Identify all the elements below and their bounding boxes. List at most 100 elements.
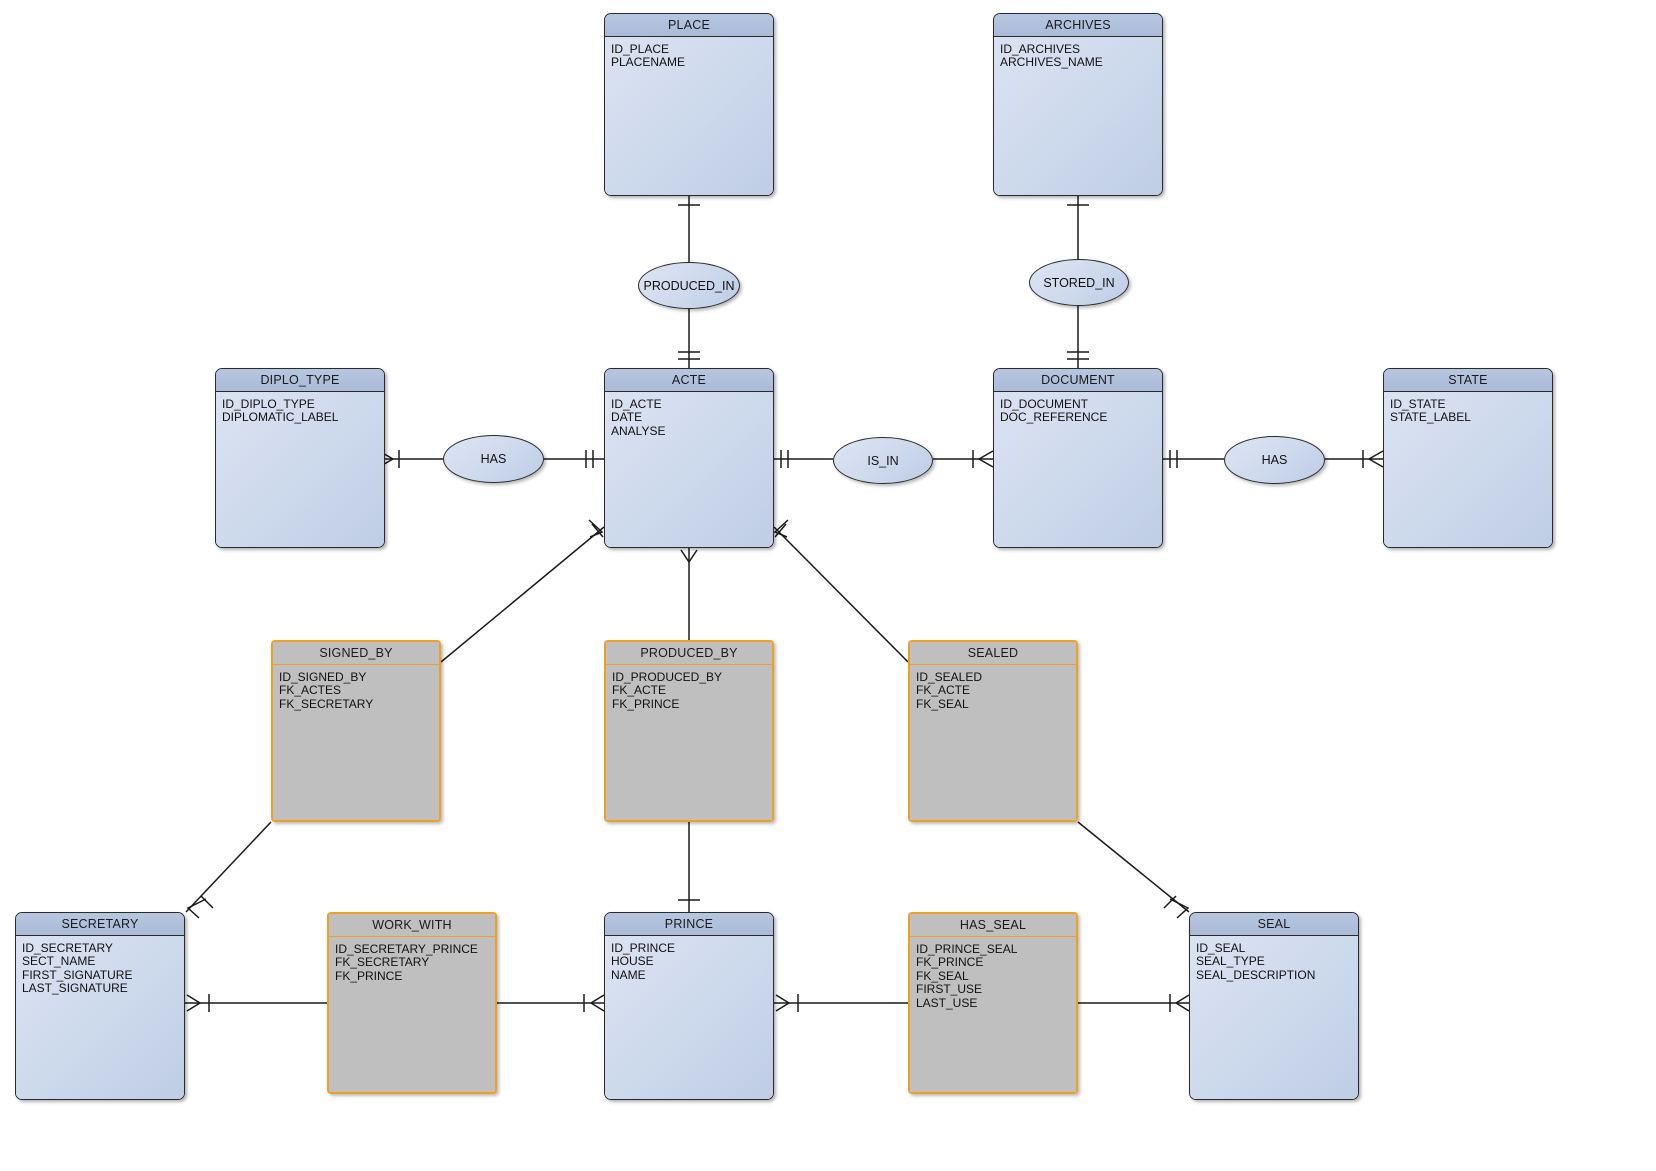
entity-signed-by-attributes: ID_SIGNED_BY FK_ACTES FK_SECRETARY — [273, 665, 439, 820]
entity-signed-by-title: SIGNED_BY — [273, 642, 439, 665]
entity-secretary-attributes: ID_SECRETARY SECT_NAME FIRST_SIGNATURE L… — [16, 936, 184, 1099]
entity-place-title: PLACE — [605, 14, 773, 37]
entity-has-seal-title: HAS_SEAL — [910, 914, 1076, 937]
entity-archives-attributes: ID_ARCHIVES ARCHIVES_NAME — [994, 37, 1162, 195]
attribute: ID_DIPLO_TYPE — [222, 397, 315, 411]
attribute: DIPLOMATIC_LABEL — [222, 410, 339, 425]
attribute: LAST_USE — [916, 995, 978, 1010]
entity-document-attributes: ID_DOCUMENT DOC_REFERENCE — [994, 392, 1162, 547]
edge-signedby-secretary — [185, 821, 272, 913]
entity-archives-title: ARCHIVES — [994, 14, 1162, 37]
entity-prince-attributes: ID_PRINCE HOUSE NAME — [605, 936, 773, 1099]
edge-sealed-seal — [1077, 821, 1190, 913]
tick-acte-signedby — [591, 523, 604, 538]
relationship-produced-in[interactable]: PRODUCED_IN — [638, 262, 740, 309]
relationship-stored-in[interactable]: STORED_IN — [1029, 259, 1129, 306]
entity-has-seal-attributes: ID_PRINCE_SEAL FK_PRINCE FK_SEAL FIRST_U… — [910, 937, 1076, 1092]
entity-seal[interactable]: SEAL ID_SEAL SEAL_TYPE SEAL_DESCRIPTION — [1189, 912, 1359, 1100]
attribute: ID_PRODUCED_BY — [612, 670, 723, 684]
attribute: FK_SEAL — [916, 968, 969, 983]
attribute: ANALYSE — [611, 423, 666, 438]
entity-state-title: STATE — [1384, 369, 1552, 392]
attribute: PLACENAME — [611, 55, 686, 70]
tick-seal-top — [1163, 895, 1177, 909]
attribute: FK_PRINCE — [335, 968, 403, 983]
crowsfoot-prince-right — [775, 994, 791, 1012]
attribute: FK_SEAL — [916, 696, 969, 711]
attribute: FK_ACTE — [916, 683, 971, 698]
attribute: ID_SEALED — [916, 670, 983, 684]
attribute: SEAL_TYPE — [1196, 954, 1265, 969]
entity-acte-title: ACTE — [605, 369, 773, 392]
attribute: FK_PRINCE — [916, 955, 984, 970]
entity-produced-by[interactable]: PRODUCED_BY ID_PRODUCED_BY FK_ACTE FK_PR… — [604, 640, 774, 822]
attribute: STATE_LABEL — [1390, 410, 1471, 425]
entity-place[interactable]: PLACE ID_PLACE PLACENAME — [604, 13, 774, 196]
entity-acte[interactable]: ACTE ID_ACTE DATE ANALYSE — [604, 368, 774, 548]
relationship-is-in[interactable]: IS_IN — [833, 437, 933, 484]
entity-work-with-attributes: ID_SECRETARY_PRINCE FK_SECRETARY FK_PRIN… — [329, 937, 495, 1092]
entity-prince[interactable]: PRINCE ID_PRINCE HOUSE NAME — [604, 912, 774, 1100]
entity-acte-attributes: ID_ACTE DATE ANALYSE — [605, 392, 773, 547]
crowsfoot-secretary-right — [186, 994, 202, 1012]
attribute: ID_SEAL — [1196, 941, 1246, 955]
attribute: FK_SECRETARY — [335, 955, 430, 970]
entity-work-with-title: WORK_WITH — [329, 914, 495, 937]
attribute: DATE — [611, 410, 643, 425]
attribute: ID_DOCUMENT — [1000, 397, 1089, 411]
attribute: FIRST_USE — [916, 982, 983, 997]
crowsfoot-prince-left — [589, 994, 605, 1012]
attribute: DOC_REFERENCE — [1000, 410, 1108, 425]
entity-archives[interactable]: ARCHIVES ID_ARCHIVES ARCHIVES_NAME — [993, 13, 1163, 196]
attribute: FIRST_SIGNATURE — [22, 967, 133, 982]
crowsfoot-acte-signedby — [588, 519, 604, 538]
entity-sealed[interactable]: SEALED ID_SEALED FK_ACTE FK_SEAL — [908, 640, 1078, 822]
attribute: FK_ACTES — [279, 683, 342, 698]
entity-produced-by-attributes: ID_PRODUCED_BY FK_ACTE FK_PRINCE — [606, 665, 772, 820]
attribute: FK_SECRETARY — [279, 696, 374, 711]
entity-state[interactable]: STATE ID_STATE STATE_LABEL — [1383, 368, 1553, 548]
crowsfoot-document-left — [977, 450, 994, 468]
attribute: FK_PRINCE — [612, 696, 680, 711]
attribute: FK_ACTE — [612, 683, 667, 698]
crowsfoot-seal-top — [1169, 898, 1190, 919]
entity-diplo-type-title: DIPLO_TYPE — [216, 369, 384, 392]
entity-diplo-type-attributes: ID_DIPLO_TYPE DIPLOMATIC_LABEL — [216, 392, 384, 547]
tick-acte-sealed — [774, 523, 787, 538]
crowsfoot-seal-left — [1174, 994, 1190, 1012]
attribute: ID_SIGNED_BY — [279, 670, 367, 684]
attribute: NAME — [611, 967, 646, 982]
attribute: ID_PLACE — [611, 42, 670, 56]
attribute: ID_SECRETARY_PRINCE — [335, 942, 478, 956]
relationship-has-diplo-type[interactable]: HAS — [443, 435, 544, 483]
entity-has-seal[interactable]: HAS_SEAL ID_PRINCE_SEAL FK_PRINCE FK_SEA… — [908, 912, 1078, 1094]
tick-secretary-top — [200, 895, 214, 909]
crowsfoot-acte-sealed — [773, 519, 789, 538]
entity-document-title: DOCUMENT — [994, 369, 1162, 392]
attribute: ID_STATE — [1390, 397, 1446, 411]
crowsfoot-acte-producedby — [680, 549, 698, 564]
entity-sealed-title: SEALED — [910, 642, 1076, 665]
attribute: SEAL_DESCRIPTION — [1196, 967, 1316, 982]
attribute: ID_PRINCE_SEAL — [916, 942, 1018, 956]
entity-produced-by-title: PRODUCED_BY — [606, 642, 772, 665]
entity-work-with[interactable]: WORK_WITH ID_SECRETARY_PRINCE FK_SECRETA… — [327, 912, 497, 1094]
entity-seal-attributes: ID_SEAL SEAL_TYPE SEAL_DESCRIPTION — [1190, 936, 1358, 1099]
attribute: ARCHIVES_NAME — [1000, 55, 1103, 70]
entity-prince-title: PRINCE — [605, 913, 773, 936]
relationship-has-state[interactable]: HAS — [1224, 436, 1325, 484]
entity-document[interactable]: DOCUMENT ID_DOCUMENT DOC_REFERENCE — [993, 368, 1163, 548]
attribute: LAST_SIGNATURE — [22, 981, 128, 996]
entity-signed-by[interactable]: SIGNED_BY ID_SIGNED_BY FK_ACTES FK_SECRE… — [271, 640, 441, 822]
entity-secretary-title: SECRETARY — [16, 913, 184, 936]
attribute: ID_SECRETARY — [22, 941, 113, 955]
attribute: ID_PRINCE — [611, 941, 676, 955]
attribute: ID_ACTE — [611, 397, 662, 411]
edge-acte-signedby — [440, 526, 605, 663]
entity-state-attributes: ID_STATE STATE_LABEL — [1384, 392, 1552, 547]
entity-secretary[interactable]: SECRETARY ID_SECRETARY SECT_NAME FIRST_S… — [15, 912, 185, 1100]
entity-sealed-attributes: ID_SEALED FK_ACTE FK_SEAL — [910, 665, 1076, 820]
entity-diplo-type[interactable]: DIPLO_TYPE ID_DIPLO_TYPE DIPLOMATIC_LABE… — [215, 368, 385, 548]
